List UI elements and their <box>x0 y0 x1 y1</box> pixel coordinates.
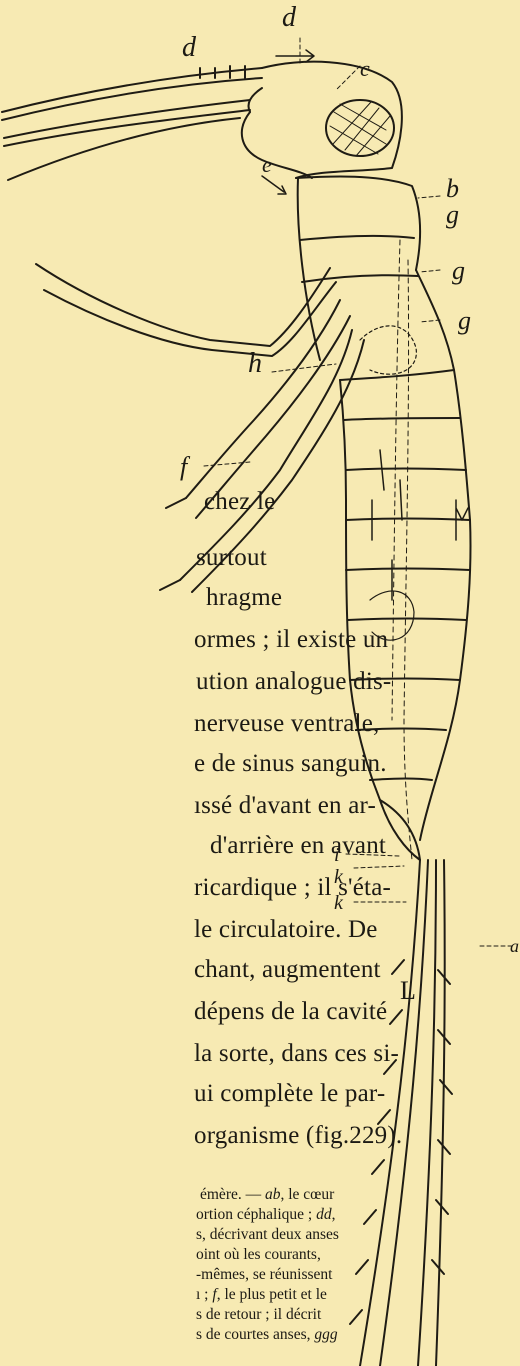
body-line: chant, augmentent <box>194 950 381 990</box>
caption-line: s de courtes anses, ggg <box>196 1324 338 1345</box>
body-line: ui complète le par- <box>194 1074 385 1114</box>
figure-label-g3: g <box>458 306 471 336</box>
body-line: surtout <box>196 538 267 578</box>
figure-label-h: h <box>248 348 262 380</box>
body-line: ution analogue dis- <box>196 662 391 702</box>
figure-label-e: e <box>262 152 272 178</box>
antennae <box>2 66 262 180</box>
arrow-e <box>262 176 286 194</box>
figure-label-d-left: d <box>182 32 196 64</box>
caption-line: ı ; f, le plus petit et le <box>196 1284 327 1305</box>
body-line: chez le <box>204 482 275 522</box>
body-line: la sorte, dans ces si- <box>194 1034 399 1074</box>
body-line: ricardique ; il s'éta- <box>194 868 391 908</box>
figure-label-g1: g <box>446 200 459 230</box>
caption-line: oint où les courants, <box>196 1244 321 1265</box>
body-line: hragme <box>206 578 282 618</box>
figure-label-l: L <box>400 976 416 1006</box>
body-line: le circulatoire. De <box>194 910 378 950</box>
body-line: e de sinus sanguin. <box>194 744 387 784</box>
figure-label-a: a <box>510 936 519 957</box>
caption-line: s de retour ; il décrit <box>196 1304 321 1325</box>
caption-line: ortion céphalique ; dd, <box>196 1204 335 1225</box>
caption-line: s, décrivant deux anses <box>196 1224 339 1245</box>
thorax-legs <box>36 176 420 592</box>
body-line: ormes ; il existe un <box>194 620 388 660</box>
caption-line: émère. — ab, le cœur <box>200 1184 334 1205</box>
figure-label-g2: g <box>452 256 465 286</box>
body-line: d'arrière en avant <box>210 826 386 866</box>
caption-line: -mêmes, se réunissent <box>196 1264 332 1285</box>
arrow-head <box>276 50 314 62</box>
figure-label-c: c <box>360 56 370 82</box>
body-line: organisme (fig.229). <box>194 1116 402 1156</box>
figure-label-f: f <box>180 452 187 482</box>
body-line: ıssé d'avant en ar- <box>194 786 376 826</box>
body-line: dépens de la cavité <box>194 992 387 1032</box>
figure-label-d-top: d <box>282 2 296 34</box>
body-line: nerveuse ventrale, <box>194 704 379 744</box>
